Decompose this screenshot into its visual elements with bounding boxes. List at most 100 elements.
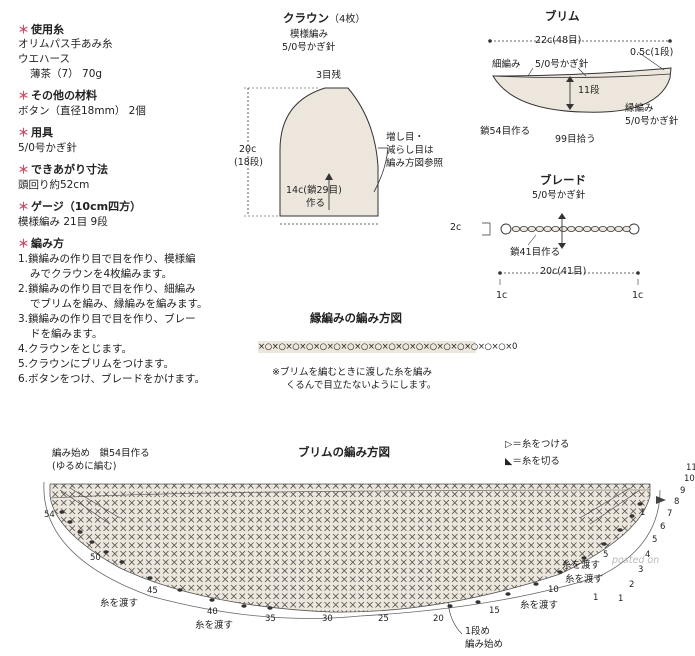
crown-note-2: 減らし目は: [386, 145, 434, 156]
brim-pick-label: 99目拾う: [555, 134, 596, 145]
braid-link: [606, 225, 615, 232]
row-start-arrow: 1: [593, 593, 599, 603]
col-label: 54: [44, 510, 55, 520]
braid-link: [574, 225, 584, 232]
marker-dot: [629, 514, 635, 518]
crown-pattern-label: 模様編み: [290, 29, 329, 40]
crown-note-1: 増し目・: [386, 132, 425, 143]
crown-base-make: 作る: [306, 198, 326, 209]
size-line: 頭回り約52cm: [18, 179, 90, 191]
asterisk-icon: ＊: [18, 200, 29, 213]
braid-link: [622, 225, 631, 232]
chart-start-label: 編み始め 鎖54目作る: [52, 448, 150, 459]
gauge-heading: ＊ゲージ（10cm四方）: [18, 200, 142, 213]
marker-dot: [601, 542, 607, 546]
row-label: 2: [629, 580, 635, 590]
method-step: 1.鎖編みの作り目で目を作り、模様編: [18, 253, 196, 265]
braid-title: ブレード: [540, 173, 586, 187]
col-label: 45: [147, 586, 158, 596]
brim-edge-label: 縁編み: [625, 103, 654, 114]
tools-line: 5/0号かぎ針: [18, 142, 77, 154]
braid-width-label: 20c(41目): [540, 266, 587, 277]
method-step: 3.鎖編みの作り目で目を作り、ブレー: [18, 313, 196, 325]
brim-edge-hook: 5/0号かぎ針: [625, 116, 679, 127]
col-label: 25: [378, 614, 389, 624]
brim-side-label: 0.5c(1段): [630, 47, 674, 58]
row-label: 11: [686, 463, 695, 473]
method-step: みでクラウンを4枚編みます。: [30, 268, 173, 280]
method-step: ドを編みます。: [30, 328, 103, 340]
method-step: 4.クラウンをとじます。: [18, 343, 132, 355]
row-label: 3: [638, 565, 644, 575]
braid-link: [559, 225, 568, 232]
crown-top-label: 3目残: [316, 70, 342, 81]
marker-dot: [557, 570, 563, 574]
marker-dot: [67, 520, 73, 524]
crown-hook-label: 5/0号かぎ針: [282, 42, 336, 53]
brim-width-label: 22c(48目): [535, 35, 582, 46]
pass-yarn-label: 糸を渡す: [195, 620, 234, 631]
braid-link: [519, 225, 529, 232]
braid-chain-links: [511, 225, 631, 232]
brim-chart-title: ブリムの編み方図: [298, 445, 390, 459]
asterisk-icon: ＊: [18, 23, 29, 36]
row-label: 9: [680, 486, 686, 496]
cut-yarn-icon: ◣: [505, 456, 513, 467]
asterisk-icon: ＊: [18, 237, 29, 250]
braid-link: [582, 225, 592, 232]
col-label: 15: [489, 606, 500, 616]
yarn-line-2: ウエハース: [18, 53, 70, 65]
braid-link: [511, 225, 521, 232]
brim-stitch-chart: [43, 481, 666, 635]
marker-dot: [103, 550, 109, 554]
brim-rows-label: 11段: [578, 85, 600, 96]
row1-start-label: 1段め: [465, 626, 491, 637]
braid-chain-label: 鎖41目作る: [510, 247, 561, 258]
braid-height-label: 2c: [450, 222, 462, 233]
row-label: 4: [645, 550, 651, 560]
marker-dot: [533, 582, 539, 586]
row-label: 6: [660, 522, 666, 532]
marker-dot: [147, 576, 153, 580]
method-step: 5.クラウンにブリムをつけます。: [18, 358, 174, 370]
join-yarn-icon: ▷: [505, 439, 513, 450]
marker-dot: [505, 592, 511, 596]
crown-rows-label: (18段): [234, 157, 264, 168]
legend-join: ▷＝糸をつける: [505, 439, 570, 450]
pass-yarn-label: 糸を渡す: [100, 598, 139, 609]
braid-shape: [482, 213, 640, 285]
asterisk-icon: ＊: [18, 126, 29, 139]
brim-title: ブリム: [545, 9, 580, 23]
marker-dot: [581, 556, 587, 560]
marker-dot: [89, 540, 95, 544]
col-label: 10: [548, 585, 559, 595]
col-label: 5: [603, 550, 609, 560]
marker-dot: [617, 528, 623, 532]
other-materials-line: ボタン（直径18mm） 2個: [18, 105, 146, 117]
pass-yarn-label: 糸を渡す: [565, 574, 604, 585]
yarn-line-3: 薄茶（7） 70g: [30, 68, 103, 80]
marker-dot: [119, 560, 125, 564]
row-label: 7: [667, 509, 673, 519]
row1-start-note: 編み始め: [465, 639, 504, 650]
brim-chain-label: 鎖54目作る: [480, 126, 531, 137]
marker-dot: [637, 502, 643, 506]
marker-dot: [267, 606, 273, 610]
watermark: posted on: [612, 555, 660, 566]
yarn-line-1: オリムパス手あみ糸: [18, 38, 113, 50]
marker-dot: [59, 510, 65, 514]
asterisk-icon: ＊: [18, 163, 29, 176]
crown-height-label: 20c: [239, 144, 257, 155]
edging-title: 縁編みの編み方図: [310, 311, 402, 325]
braid-end-right: 1c: [632, 290, 644, 301]
edging-stitch-row: ×○×○×○×○×○×○×○×○×○×○×○×○×○×○×○×○×○×○×0: [258, 342, 518, 352]
marker-dot: [447, 604, 453, 608]
braid-end-left: 1c: [496, 290, 508, 301]
method-heading: ＊編み方: [18, 237, 64, 250]
col-label: 1: [640, 508, 646, 518]
gauge-line: 模様編み 21目 9段: [18, 216, 108, 228]
crown-shape: [244, 87, 389, 225]
method-step: でブリムを編み、縁編みを編みます。: [30, 298, 208, 310]
braid-link: [551, 225, 560, 232]
marker-dot: [209, 598, 215, 602]
